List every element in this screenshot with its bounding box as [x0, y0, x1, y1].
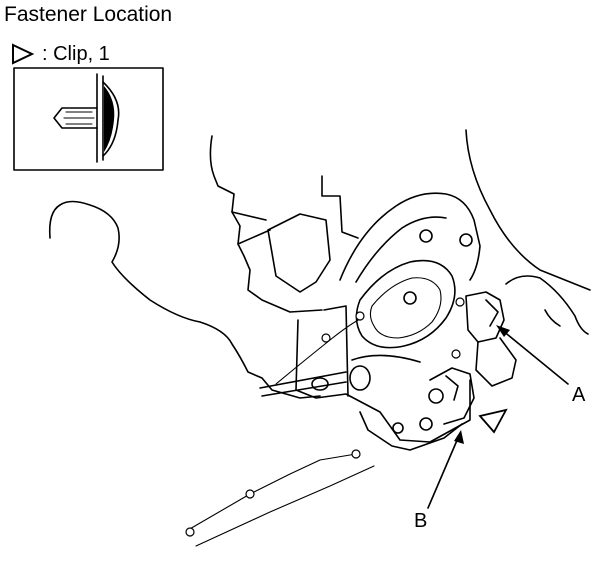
- clip-head-fill: [104, 86, 115, 152]
- diagram-title: Fastener Location: [4, 3, 173, 26]
- inset-frame: [13, 67, 164, 171]
- mount-bracket-inner: [355, 216, 447, 283]
- leader-a-arrowhead: [496, 325, 510, 337]
- clip-detail-inset: [13, 67, 164, 171]
- body-line-top: [321, 175, 359, 239]
- bumper-outline-lower: [48, 204, 61, 239]
- bolt-lower-3: [392, 422, 404, 434]
- lamp-body-lower: [359, 411, 463, 451]
- clip-shank: [53, 107, 98, 129]
- adjuster-knob: [349, 365, 371, 391]
- callout-b: B: [414, 510, 428, 532]
- mount-bracket-ring: [355, 259, 456, 349]
- legend-clip-label: : Clip, 1: [42, 43, 110, 65]
- bumper-outline: [59, 200, 321, 399]
- clip-a-tab: [485, 299, 499, 327]
- fender-lip: [544, 309, 561, 327]
- bolt-mid: [403, 291, 417, 305]
- adjuster-nut: [311, 377, 329, 391]
- phantom-line-lower-2: [195, 465, 375, 547]
- callout-a: A: [572, 384, 586, 406]
- phantom-dot: [321, 333, 331, 343]
- phantom-dot: [351, 449, 361, 459]
- adjuster-rod: [259, 371, 347, 397]
- headlamp-bracket: [267, 213, 331, 293]
- clip-location-a: [465, 291, 505, 343]
- clip-triangle-icon: [12, 43, 35, 65]
- fender-inner: [505, 275, 589, 335]
- leader-b: [427, 437, 459, 509]
- phantom-line-lower: [187, 453, 357, 531]
- mount-bracket: [339, 192, 481, 281]
- fender-outline: [465, 129, 591, 291]
- phantom-dot: [245, 489, 255, 499]
- headlamp-edge-top: [231, 211, 271, 245]
- clip-b-tab: [445, 375, 459, 401]
- headlamp-upper: [209, 135, 323, 313]
- phantom-line-upper: [275, 317, 363, 385]
- bolt-lower-1: [428, 388, 444, 404]
- clip-a-detail: [475, 337, 517, 387]
- panel-edge: [96, 73, 104, 163]
- phantom-dot: [451, 349, 461, 359]
- legend-clip: : Clip, 1: [10, 40, 110, 68]
- mount-bracket-ring-inner: [369, 277, 442, 339]
- clip-marker-triangle: [478, 408, 508, 434]
- clip-location-b: [429, 367, 475, 425]
- phantom-dot: [185, 527, 195, 537]
- phantom-dot: [355, 311, 365, 321]
- clip-shank-ribs: [63, 111, 95, 125]
- lamp-body-face: [323, 305, 421, 397]
- bolt-lower-2: [419, 417, 433, 431]
- leader-b-arrowhead: [454, 430, 464, 444]
- bolt-upper-1: [419, 229, 433, 243]
- bolt-upper-2: [459, 233, 473, 247]
- phantom-dot: [455, 297, 465, 307]
- leader-a: [501, 329, 569, 385]
- clip-head: [102, 81, 120, 157]
